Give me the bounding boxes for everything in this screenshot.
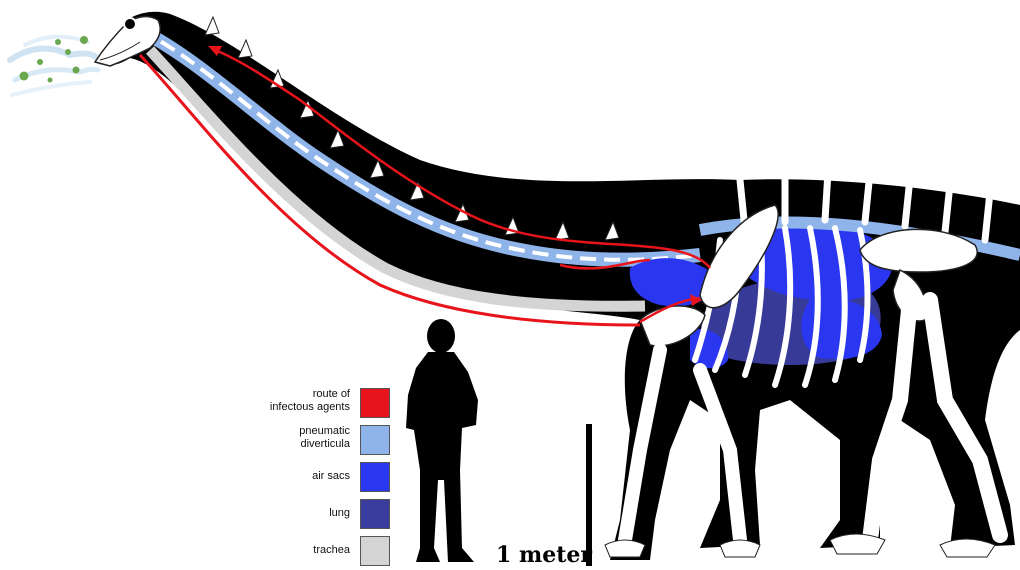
human-silhouette	[406, 319, 478, 562]
legend-item-air-sacs: air sacs	[250, 462, 390, 496]
legend-label-line: air sacs	[312, 470, 350, 482]
legend-label-line: route of	[313, 388, 350, 400]
legend-label-line: diverticula	[300, 438, 350, 450]
feet	[605, 534, 995, 557]
legend-item-diverticula: pneumatic diverticula	[250, 425, 390, 459]
legend-label-trachea: trachea	[240, 544, 350, 557]
legend-swatch-air-sacs	[360, 462, 390, 492]
legend-item-trachea: trachea	[250, 536, 390, 570]
legend-label-air-sacs: air sacs	[240, 470, 350, 483]
legend-label-line: pneumatic	[299, 425, 350, 437]
legend-swatch-diverticula	[360, 425, 390, 455]
legend-label-line: lung	[329, 507, 350, 519]
legend-swatch-route	[360, 388, 390, 418]
legend-label-line: infectous agents	[270, 401, 350, 413]
legend-label-line: trachea	[313, 544, 350, 556]
legend-item-lung: lung	[250, 499, 390, 533]
scale-bar-label: 1 meter	[496, 544, 592, 566]
legend-swatch-trachea	[360, 536, 390, 566]
legend-label-diverticula: pneumatic diverticula	[240, 425, 350, 451]
legend-label-route: route of infectous agents	[240, 388, 350, 414]
airflow-cloud	[10, 37, 100, 95]
legend-item-route: route of infectous agents	[250, 388, 390, 422]
legend-swatch-lung	[360, 499, 390, 529]
legend-label-lung: lung	[240, 507, 350, 520]
